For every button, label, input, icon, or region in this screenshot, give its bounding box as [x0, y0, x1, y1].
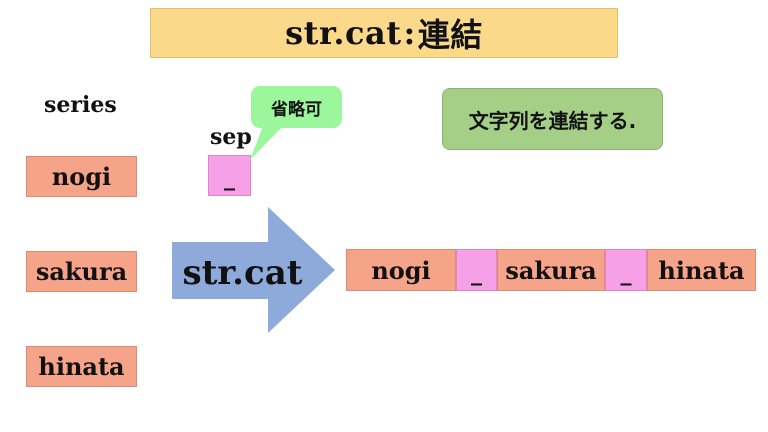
series-item-nogi: nogi — [26, 156, 137, 197]
result-part-sep-1: _ — [456, 249, 497, 291]
sep-label: sep — [210, 124, 252, 150]
sep-value-box: _ — [208, 155, 251, 196]
result-part-sakura: sakura — [497, 249, 605, 291]
series-item-hinata: hinata — [26, 346, 137, 387]
description-note: 文字列を連結する. — [442, 88, 663, 150]
title-separator: : — [403, 14, 416, 52]
title-banner: str.cat : 連結 — [150, 8, 618, 58]
title-japanese: 連結 — [417, 16, 483, 54]
result-row: nogi _ sakura _ hinata — [346, 249, 756, 291]
series-label: series — [44, 92, 117, 118]
result-part-hinata: hinata — [647, 249, 756, 291]
optional-callout: 省略可 — [251, 86, 342, 128]
result-part-sep-2: _ — [605, 249, 647, 291]
title-function: str.cat — [285, 14, 402, 52]
arrow-icon — [172, 207, 335, 333]
result-part-nogi: nogi — [346, 249, 456, 291]
series-item-sakura: sakura — [26, 251, 137, 292]
arrow-label: str.cat — [182, 253, 303, 293]
